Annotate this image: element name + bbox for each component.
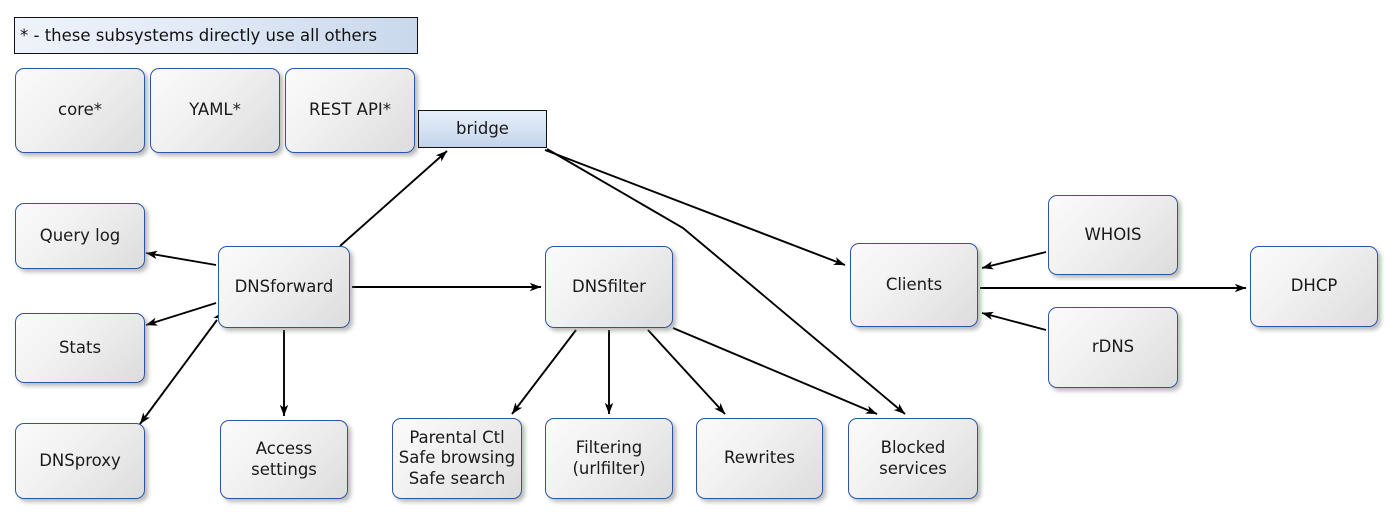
node-stats[interactable]: Stats xyxy=(15,313,145,383)
node-label-dhcp: DHCP xyxy=(1290,276,1338,296)
node-label-dnsforward: DNSforward xyxy=(234,276,334,296)
node-dnsfilter[interactable]: DNSfilter xyxy=(545,246,673,328)
node-label-restapi: REST API* xyxy=(308,100,392,120)
node-label-clients: Clients xyxy=(885,274,943,294)
node-label-dnsfilter: DNSfilter xyxy=(572,276,646,296)
legend-note: * - these subsystems directly use all ot… xyxy=(14,17,418,54)
node-label-dnsproxy: DNSproxy xyxy=(39,450,121,470)
edge-dnsforward-to-stats xyxy=(145,302,217,326)
node-yaml[interactable]: YAML* xyxy=(150,68,280,153)
node-label-blocked: Blocked services xyxy=(879,438,947,478)
node-filtering[interactable]: Filtering (urlfilter) xyxy=(545,418,673,499)
edge-dnsfilter-to-parental xyxy=(511,329,577,415)
node-access[interactable]: Access settings xyxy=(220,420,348,499)
node-dnsforward[interactable]: DNSforward xyxy=(218,246,350,328)
edge-dnsfilter-to-blocked xyxy=(672,327,878,415)
node-label-rdns: rDNS xyxy=(1091,337,1135,357)
node-blocked[interactable]: Blocked services xyxy=(848,418,978,499)
node-label-stats: Stats xyxy=(58,337,102,357)
legend-note-label: * - these subsystems directly use all ot… xyxy=(20,26,378,45)
node-label-rewrites: Rewrites xyxy=(724,448,795,468)
edge-rdns-to-clients xyxy=(981,311,1047,331)
edge-dnsforward-to-querylog xyxy=(145,250,217,266)
node-rdns[interactable]: rDNS xyxy=(1048,307,1178,388)
node-label-querylog: Query log xyxy=(39,225,121,245)
node-querylog[interactable]: Query log xyxy=(15,203,145,269)
node-restapi[interactable]: REST API* xyxy=(285,68,415,153)
edge-whois-to-clients xyxy=(981,251,1047,270)
node-label-parental: Parental Ctl Safe browsing Safe search xyxy=(398,428,516,488)
node-dhcp[interactable]: DHCP xyxy=(1250,246,1378,327)
node-label-whois: WHOIS xyxy=(1084,224,1142,244)
node-label-bridge: bridge xyxy=(456,118,509,138)
node-label-filtering: Filtering (urlfilter) xyxy=(572,438,646,478)
node-parental[interactable]: Parental Ctl Safe browsing Safe search xyxy=(392,418,522,499)
node-core[interactable]: core* xyxy=(15,68,145,153)
node-clients[interactable]: Clients xyxy=(850,243,978,327)
node-whois[interactable]: WHOIS xyxy=(1048,195,1178,275)
edge-dnsforward-to-dnsproxy xyxy=(139,311,224,425)
node-dnsproxy[interactable]: DNSproxy xyxy=(15,423,145,499)
node-label-core: core* xyxy=(58,100,102,120)
node-rewrites[interactable]: Rewrites xyxy=(696,418,823,499)
node-bridge[interactable]: bridge xyxy=(418,110,547,148)
node-label-access: Access settings xyxy=(251,439,317,479)
edge-dnsforward-to-bridge xyxy=(339,150,448,247)
node-label-yaml: YAML* xyxy=(189,100,241,120)
edge-dnsfilter-to-rewrites xyxy=(647,329,726,415)
